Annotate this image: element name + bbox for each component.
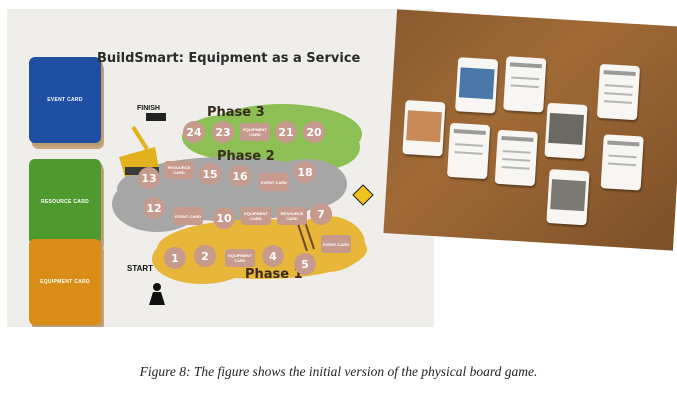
figure-caption: Figure 8: The figure shows the initial v… (139, 364, 538, 379)
game-card (446, 122, 491, 180)
event-card-space: EVENT CARD (259, 173, 289, 191)
event-card-deck: EVENT CARD (29, 57, 101, 143)
resource-card-deck: RESOURCE CARD (29, 159, 101, 245)
board-space-2: 2 (194, 245, 216, 267)
cards-photo (383, 9, 677, 251)
event-deck-label: EVENT CARD (47, 97, 83, 103)
board-space-24: 24 (183, 121, 205, 143)
board-space-7: 7 (310, 203, 332, 225)
board-space-5: 5 (294, 253, 316, 275)
board-space-21: 21 (275, 121, 297, 143)
game-card (494, 129, 538, 187)
phase2-label: Phase 2 (217, 149, 275, 164)
game-card (596, 63, 641, 121)
game-card (546, 168, 590, 226)
equipment-card-space-bottom: EQUIPMENT CARD (225, 249, 255, 267)
board-space-20: 20 (303, 121, 325, 143)
resource-deck-label: RESOURCE CARD (40, 199, 90, 205)
equipment-card-space-mid: EQUIPMENT CARD (241, 207, 271, 225)
equipment-card-deck: EQUIPMENT CARD (29, 239, 101, 325)
board-space-10: 10 (213, 207, 235, 229)
game-card (544, 102, 588, 160)
game-card (503, 56, 547, 113)
start-label: START (127, 264, 154, 273)
phase3-label: Phase 3 (207, 105, 265, 120)
resource-card-space: RESOURCE CARD (164, 161, 194, 179)
game-card (455, 57, 499, 114)
board-title: BuildSmart: Equipment as a Service (97, 51, 361, 66)
board-space-16: 16 (229, 165, 251, 187)
equipment-deck-label: EQUIPMENT CARD (40, 279, 90, 285)
board-space-13: 13 (138, 167, 160, 189)
resource-card-space-right: RESOURCE CARD (277, 207, 307, 225)
board-space-15: 15 (199, 163, 221, 185)
board-space-4: 4 (262, 245, 284, 267)
event-card-space-right: EVENT CARD (321, 235, 351, 253)
game-card (600, 134, 644, 191)
phase1-label: Phase 1 (245, 267, 303, 282)
event-card-space-left: EVENT CARD (173, 207, 203, 225)
board-space-23: 23 (212, 121, 234, 143)
board-space-12: 12 (143, 197, 165, 219)
board-photo: EVENT CARD RESOURCE CARD EQUIPMENT CARD … (7, 9, 434, 327)
finish-label: FINISH (137, 105, 160, 112)
equipment-card-space: EQUIPMENT CARD (240, 123, 270, 141)
game-card (402, 100, 446, 157)
board-space-18: 18 (294, 161, 316, 183)
board-space-1: 1 (164, 247, 186, 269)
